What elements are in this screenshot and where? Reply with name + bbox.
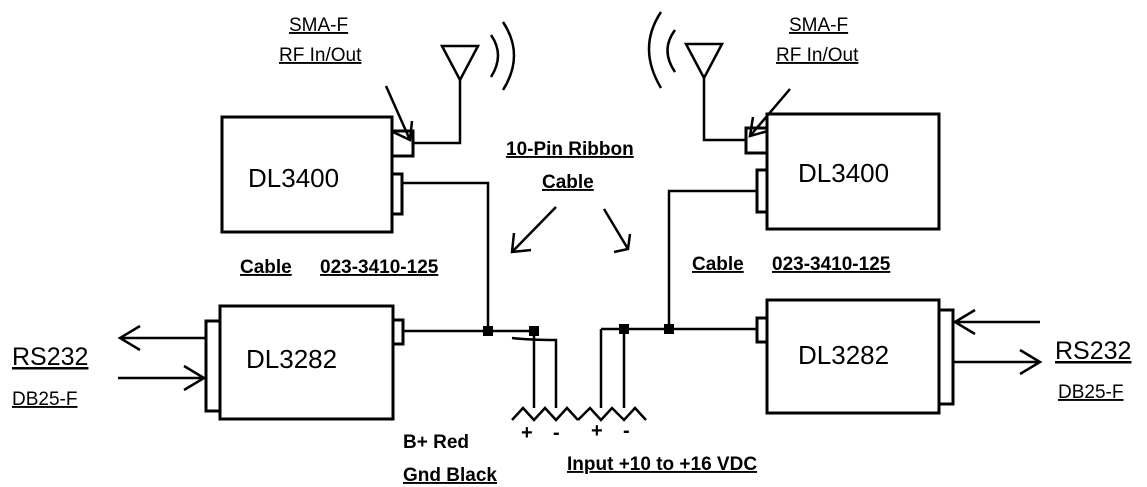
rs232-left-out-arrow [117,324,206,352]
input-voltage-label: Input +10 to +16 VDC [567,454,757,475]
minus-label-left: - [553,422,560,444]
cable-left-prefix: Cable [240,257,292,278]
dl3282-right-box [765,298,941,415]
antenna-left-icon [439,44,481,83]
junction-right-1 [664,324,674,334]
rs232-left-in-arrow [118,364,207,392]
antenna-left-feed [413,80,462,145]
ribbon-port-dl3400-right [755,168,769,214]
dl3282-right-label: DL3282 [798,340,889,370]
sma-right-label-line2: RF In/Out [776,45,859,66]
sma-left-label-line1: SMA-F [289,15,348,36]
antenna-right-icon [683,42,725,81]
ribbon-port-dl3282-left [391,318,405,346]
antenna-right-feed [702,78,746,142]
radio-waves-right-icon [647,11,677,89]
ribbon-cable-right-vertical [667,189,757,329]
dl3400-right-label: DL3400 [798,158,889,188]
ribbon-port-dl3400-left [390,172,404,216]
power-lead-left-minus [511,336,558,408]
minus-label-right: - [623,420,630,442]
rs232-right-label: RS232 [1055,337,1131,365]
ribbon-callout-left-arrow [510,206,557,254]
cable-left-part-number: 023-3410-125 [320,257,439,278]
cable-right-prefix: Cable [692,254,744,275]
sma-right-callout-arrow [748,88,791,138]
db25-port-right [937,308,955,406]
power-terminals-right-icon [577,406,647,422]
plus-label-left: + [521,422,533,444]
bplus-red-label: B+ Red [403,432,469,453]
db25-right-label: DB25-F [1058,382,1123,403]
ribbon-cable-label-line2: Cable [542,172,594,193]
dl3400-left-label: DL3400 [248,163,339,193]
db25-port-left [204,319,222,413]
radio-waves-left-icon [489,21,516,91]
rs232-right-in-arrow [952,308,1040,336]
ribbon-callout-right-arrow [602,208,632,254]
ribbon-port-dl3282-right [755,316,769,344]
ribbon-cable-label-line1: 10-Pin Ribbon [506,139,634,160]
cable-right-part-number: 023-3410-125 [772,254,891,275]
db25-left-label: DB25-F [12,389,77,410]
junction-left-1 [483,326,493,336]
sma-left-callout-arrow [384,85,414,142]
dl3400-right-box [765,112,941,231]
sma-right-label-line1: SMA-F [789,15,848,36]
dl3400-left-box [220,115,394,234]
dl3282-left-label: DL3282 [246,344,337,374]
dl3282-left-box [218,304,395,421]
power-terminals-left-icon [511,406,579,422]
ribbon-cable-left-vertical [402,181,490,331]
plus-label-right: + [591,420,603,442]
gnd-black-label: Gnd Black [403,465,497,486]
rs232-left-label: RS232 [12,343,88,371]
rs232-right-out-arrow [953,348,1043,376]
sma-left-label-line2: RF In/Out [279,45,362,66]
